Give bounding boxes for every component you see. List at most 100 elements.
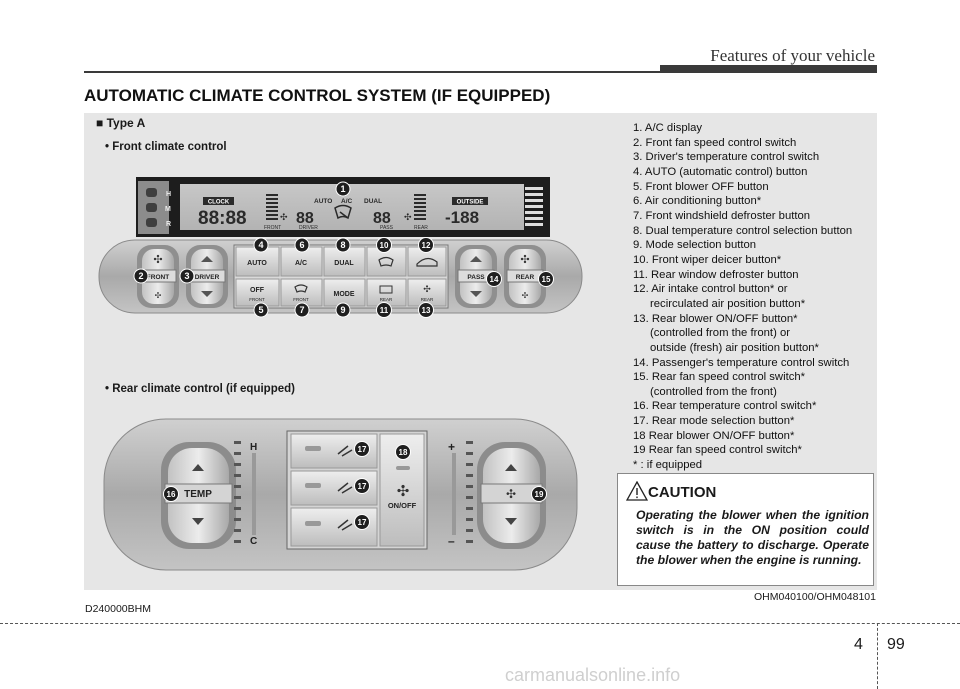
- image-code: OHM040100/OHM048101: [754, 591, 876, 603]
- svg-text:8: 8: [340, 240, 345, 250]
- driver-temp-switch[interactable]: DRIVER: [186, 245, 228, 308]
- callout-10: 10: [376, 237, 392, 253]
- legend-item-8: 8. Dual temperature control selection bu…: [633, 224, 853, 237]
- vent-bilevel-icon: [337, 482, 353, 494]
- front-knob-label: FRONT: [147, 274, 169, 281]
- vent-floor-icon: [337, 519, 353, 531]
- callout-11: 11: [376, 302, 392, 318]
- legend-item-15: 15. Rear fan speed control switch*: [633, 371, 806, 384]
- fan-low-icon: ✣: [522, 291, 529, 300]
- front-defroster-button[interactable]: FRONT: [280, 278, 323, 307]
- page-number: 99: [887, 636, 905, 653]
- legend-item-13-cont-1: (controlled from the front) or: [650, 327, 791, 340]
- svg-text:12: 12: [422, 241, 431, 250]
- callout-16: 16: [163, 486, 179, 502]
- rear-fan-switch-front[interactable]: REAR ✣ ✣: [504, 245, 546, 308]
- display-r-label: R: [166, 221, 171, 228]
- rear-callouts: 16 17 17 17 18 19: [163, 441, 547, 530]
- watermark: carmanualsonline.info: [505, 665, 681, 685]
- front-defrost-icon: [294, 284, 308, 293]
- callout-3: 3: [179, 268, 195, 284]
- temp-label: TEMP: [184, 489, 212, 500]
- type-label: ■ Type A: [96, 116, 146, 130]
- rear-defrost-icon: [379, 285, 393, 294]
- legend-item-14: 14. Passenger's temperature control swit…: [633, 356, 850, 369]
- fan-icon: ✣: [506, 487, 516, 501]
- caution-box: CAUTION Operating the blower when the ig…: [617, 473, 874, 586]
- svg-text:17: 17: [358, 445, 367, 454]
- svg-text:1: 1: [340, 184, 345, 194]
- legend-item-9: 9. Mode selection button: [633, 239, 757, 252]
- legend-item-19: 19 Rear fan speed control switch*: [633, 444, 802, 457]
- header-accent-bar: [660, 65, 877, 71]
- rear-mode-button-1[interactable]: [290, 433, 378, 469]
- front-climate-label: • Front climate control: [105, 141, 227, 153]
- svg-text:16: 16: [167, 490, 176, 499]
- callout-9: 9: [335, 302, 351, 318]
- svg-text:FRONT: FRONT: [249, 297, 265, 302]
- caution-text: Operating the blower when the ignition s…: [636, 508, 869, 567]
- legend-item-10: 10. Front wiper deicer button*: [633, 253, 782, 266]
- fan-icon: ✣: [397, 483, 410, 500]
- svg-text:DUAL: DUAL: [334, 260, 354, 267]
- mode-button[interactable]: MODE: [323, 278, 366, 307]
- svg-text:19: 19: [535, 490, 544, 499]
- display-m-label: M: [165, 206, 171, 213]
- callout-19: 19: [531, 486, 547, 502]
- legend-item-12: 12. Air intake control button* or: [633, 283, 788, 296]
- display-fan-icon-right: ✣: [404, 212, 412, 222]
- legend-item-6: 6. Air conditioning button*: [633, 195, 762, 208]
- callout-15: 15: [538, 271, 554, 287]
- svg-text:7: 7: [299, 305, 304, 315]
- document-code: D240000BHM: [85, 603, 151, 615]
- onoff-label: ON/OFF: [388, 501, 417, 510]
- svg-text:REAR: REAR: [380, 297, 393, 302]
- up-arrow-icon: [192, 464, 204, 471]
- svg-text:9: 9: [340, 305, 345, 315]
- auto-button[interactable]: AUTO: [235, 246, 280, 277]
- rear-blower-onoff-button[interactable]: ✣ REAR: [407, 278, 447, 307]
- display-rear-text: REAR: [414, 225, 428, 231]
- fan-high-icon: ✣: [153, 254, 162, 266]
- callout-8: 8: [335, 237, 351, 253]
- legend-item-18: 18 Rear blower ON/OFF button*: [633, 429, 795, 442]
- callout-1: 1: [335, 181, 351, 197]
- down-arrow-icon: [201, 291, 213, 297]
- front-fan-switch[interactable]: FRONT ✣ ✣: [137, 245, 179, 308]
- legend-item-13-cont-2: outside (fresh) air position button*: [650, 341, 819, 354]
- callout-5: 5: [253, 302, 269, 318]
- svg-text:17: 17: [358, 518, 367, 527]
- footer-dashed-rule: [0, 623, 960, 624]
- front-blower-off-button[interactable]: OFF FRONT: [235, 278, 280, 307]
- svg-text:13: 13: [422, 306, 431, 315]
- svg-text:MODE: MODE: [334, 291, 355, 298]
- driver-temp-digits: 88: [296, 210, 314, 227]
- legend-item-17: 17. Rear mode selection button*: [633, 415, 795, 428]
- warning-triangle-icon: [626, 481, 648, 501]
- minus-label: –: [448, 534, 455, 548]
- section-title: AUTOMATIC CLIMATE CONTROL SYSTEM (IF EQU…: [84, 86, 551, 105]
- svg-text:15: 15: [542, 275, 551, 284]
- front-control-panel: FRONT ✣ ✣ DRIVER PASS REAR ✣ ✣: [98, 239, 583, 314]
- pass-temp-digits: 88: [373, 210, 391, 227]
- rear-temp-switch[interactable]: TEMP: [161, 442, 236, 549]
- header-rule: [84, 71, 877, 73]
- display-h-label: H: [166, 191, 171, 198]
- rear-climate-label: • Rear climate control (if equipped): [105, 383, 295, 395]
- rear-defroster-button[interactable]: REAR: [366, 278, 407, 307]
- section-number: 4: [854, 636, 863, 653]
- recirculate-icon: [416, 257, 438, 267]
- svg-text:OFF: OFF: [250, 287, 265, 294]
- callout-18: 18: [395, 444, 411, 460]
- svg-text:10: 10: [380, 241, 389, 250]
- outside-temp-digits: -188: [445, 208, 479, 227]
- down-arrow-icon: [192, 518, 204, 525]
- vent-face-icon: [337, 445, 353, 457]
- pass-temp-switch[interactable]: PASS: [455, 245, 497, 308]
- display-auto-text: AUTO: [314, 198, 332, 205]
- clock-tag: CLOCK: [208, 200, 230, 206]
- legend-item-12-cont: recirculated air position button*: [650, 297, 806, 310]
- svg-text:4: 4: [258, 240, 263, 250]
- rear-fan-switch[interactable]: ✣: [477, 442, 546, 549]
